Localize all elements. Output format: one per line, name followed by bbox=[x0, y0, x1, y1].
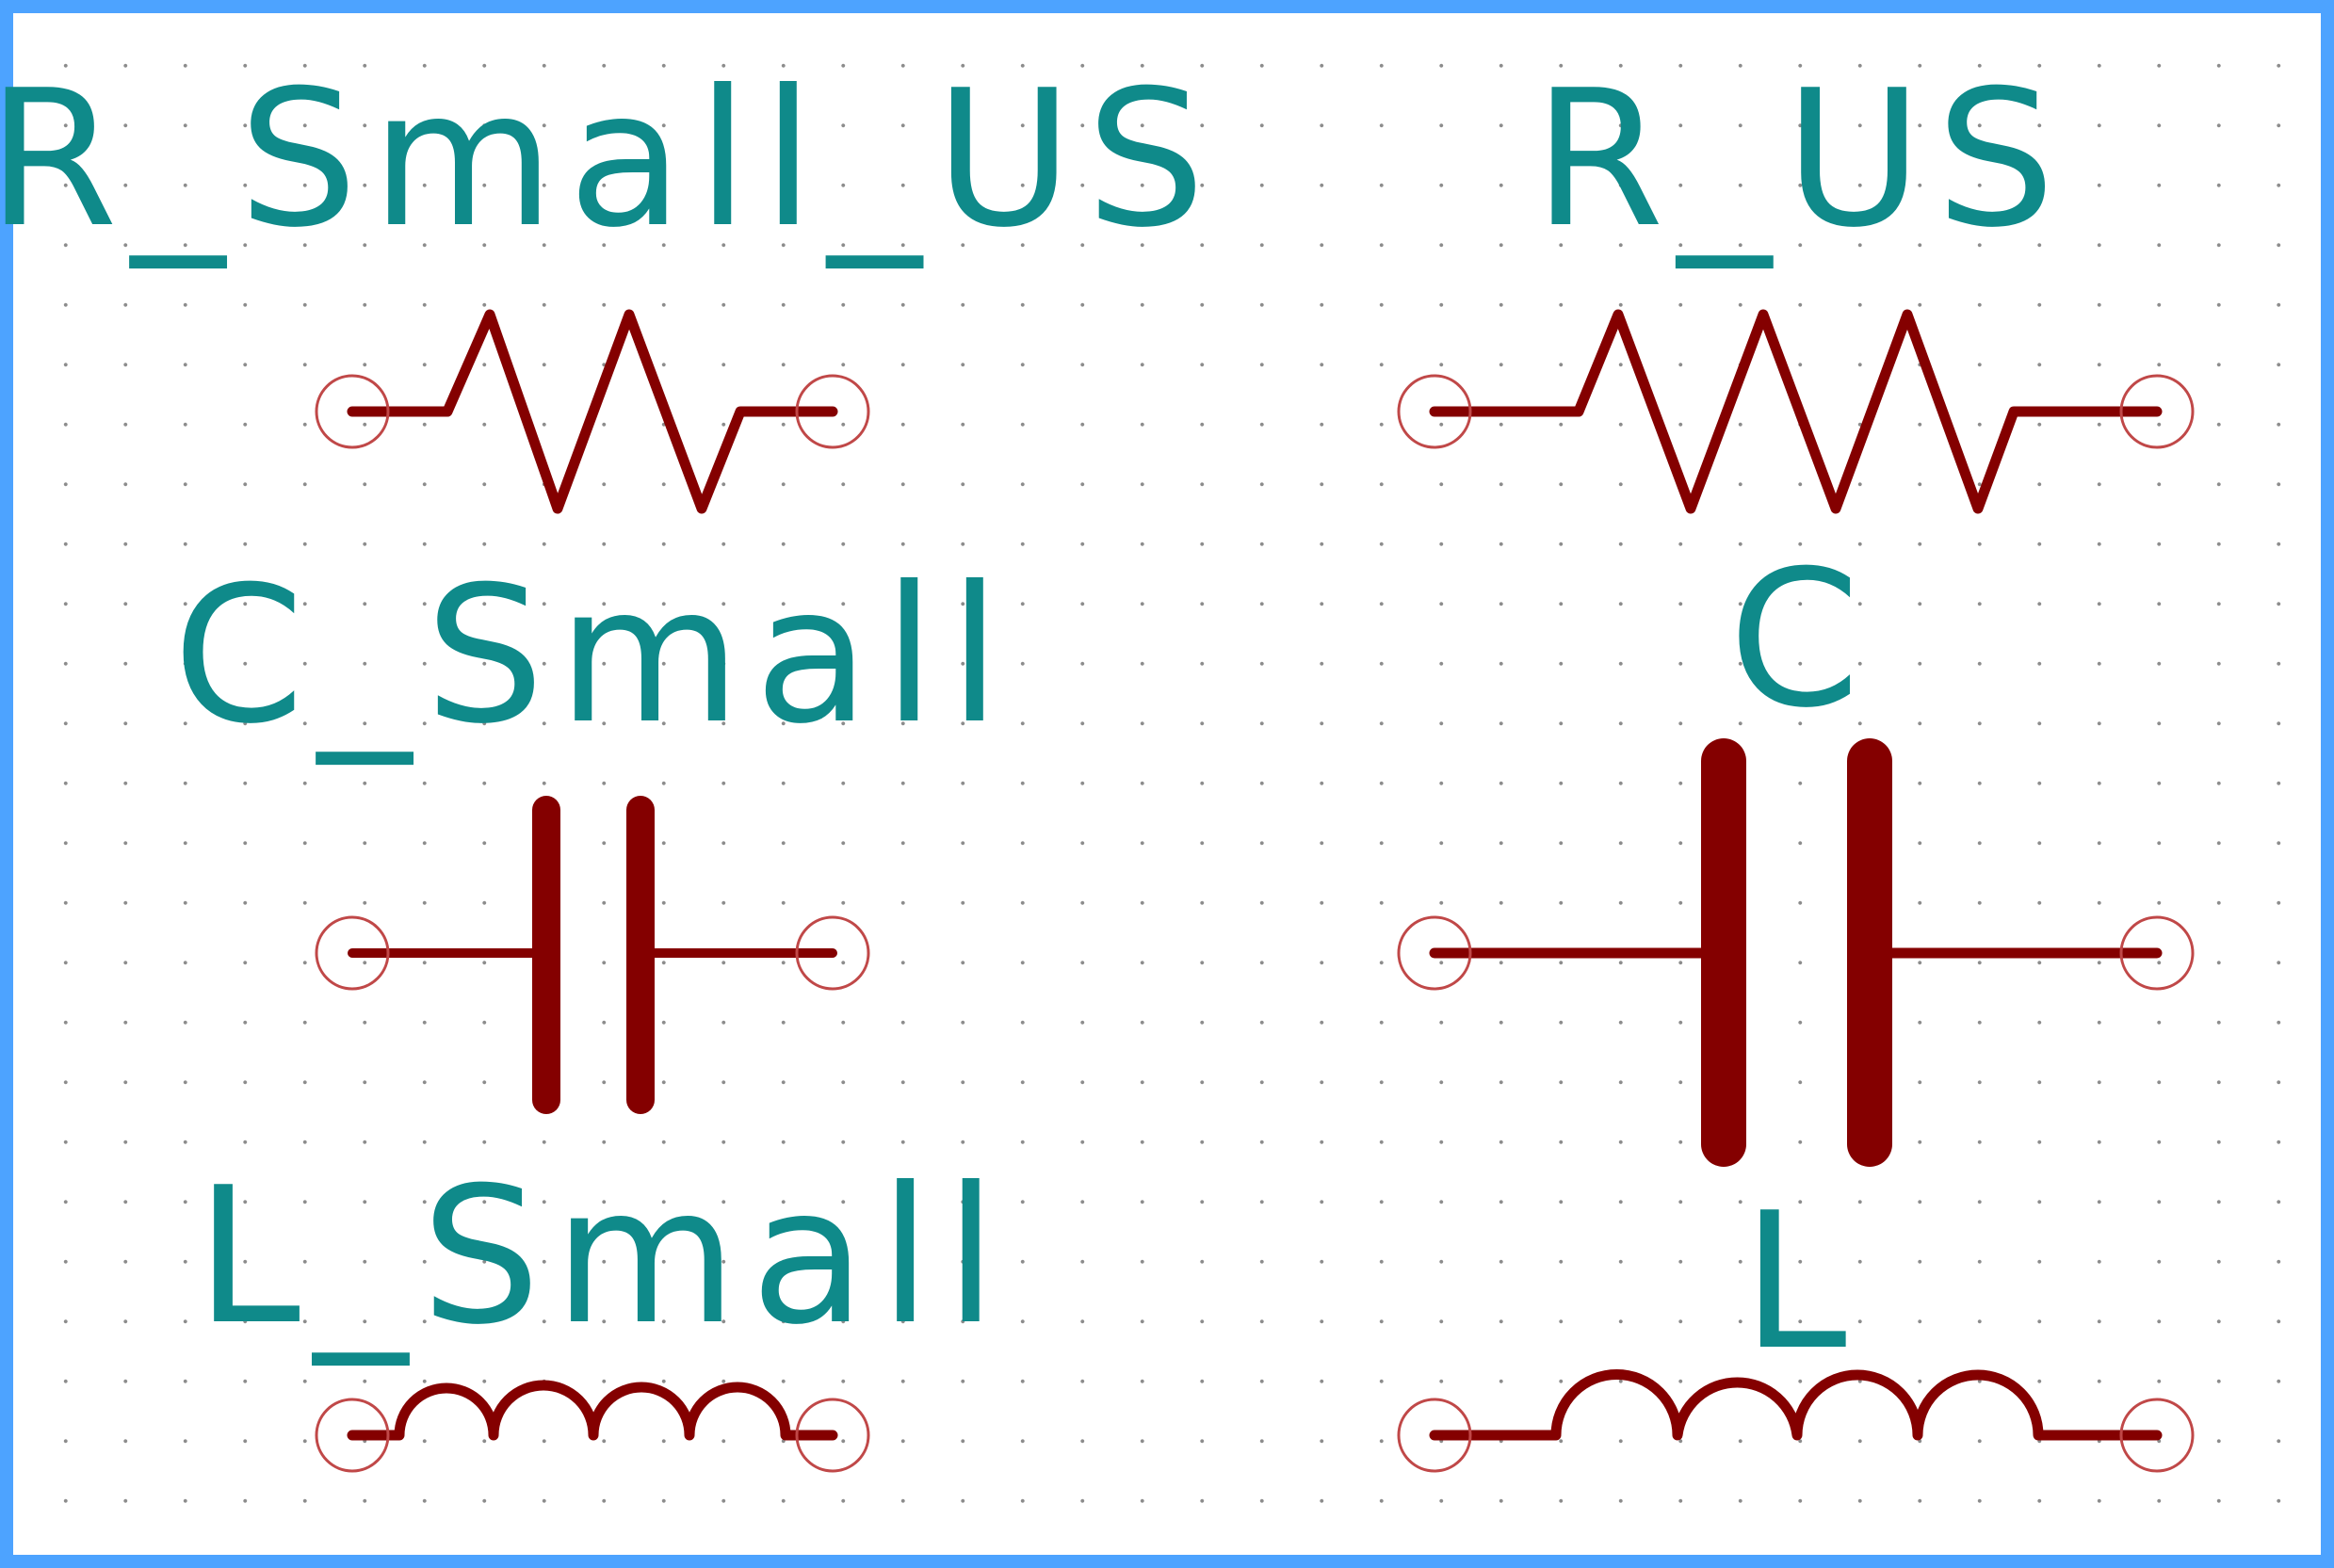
resistor-small-symbol[interactable] bbox=[315, 309, 870, 514]
label-l-small: L_Small bbox=[195, 1147, 1011, 1366]
pin-circle[interactable] bbox=[1397, 1398, 1472, 1473]
inductor-small-symbol[interactable] bbox=[315, 1380, 870, 1473]
label-r-small-us: R_Small_US bbox=[0, 50, 1219, 269]
pin-circle[interactable] bbox=[315, 1398, 390, 1473]
pin-circle[interactable] bbox=[795, 915, 870, 991]
label-l: L bbox=[1742, 1172, 1860, 1392]
capacitor-symbol[interactable] bbox=[1397, 738, 2195, 1167]
pin-circle[interactable] bbox=[315, 374, 390, 449]
label-c-small: C_Small bbox=[172, 546, 1014, 766]
pin-circle[interactable] bbox=[1397, 374, 1472, 449]
pin-circle[interactable] bbox=[2119, 374, 2195, 449]
resistor-symbol[interactable] bbox=[1397, 309, 2195, 514]
pin-circle[interactable] bbox=[315, 915, 390, 991]
label-r-us: R_US bbox=[1532, 50, 2069, 269]
pin-circle[interactable] bbox=[795, 1398, 870, 1473]
pin-circle[interactable] bbox=[1397, 915, 1472, 991]
label-c: C bbox=[1728, 530, 1873, 750]
pin-circle[interactable] bbox=[2119, 915, 2195, 991]
pin-circle[interactable] bbox=[795, 374, 870, 449]
pin-circle[interactable] bbox=[2119, 1398, 2195, 1473]
capacitor-small-symbol[interactable] bbox=[315, 796, 870, 1114]
inductor-symbol[interactable] bbox=[1397, 1369, 2195, 1473]
